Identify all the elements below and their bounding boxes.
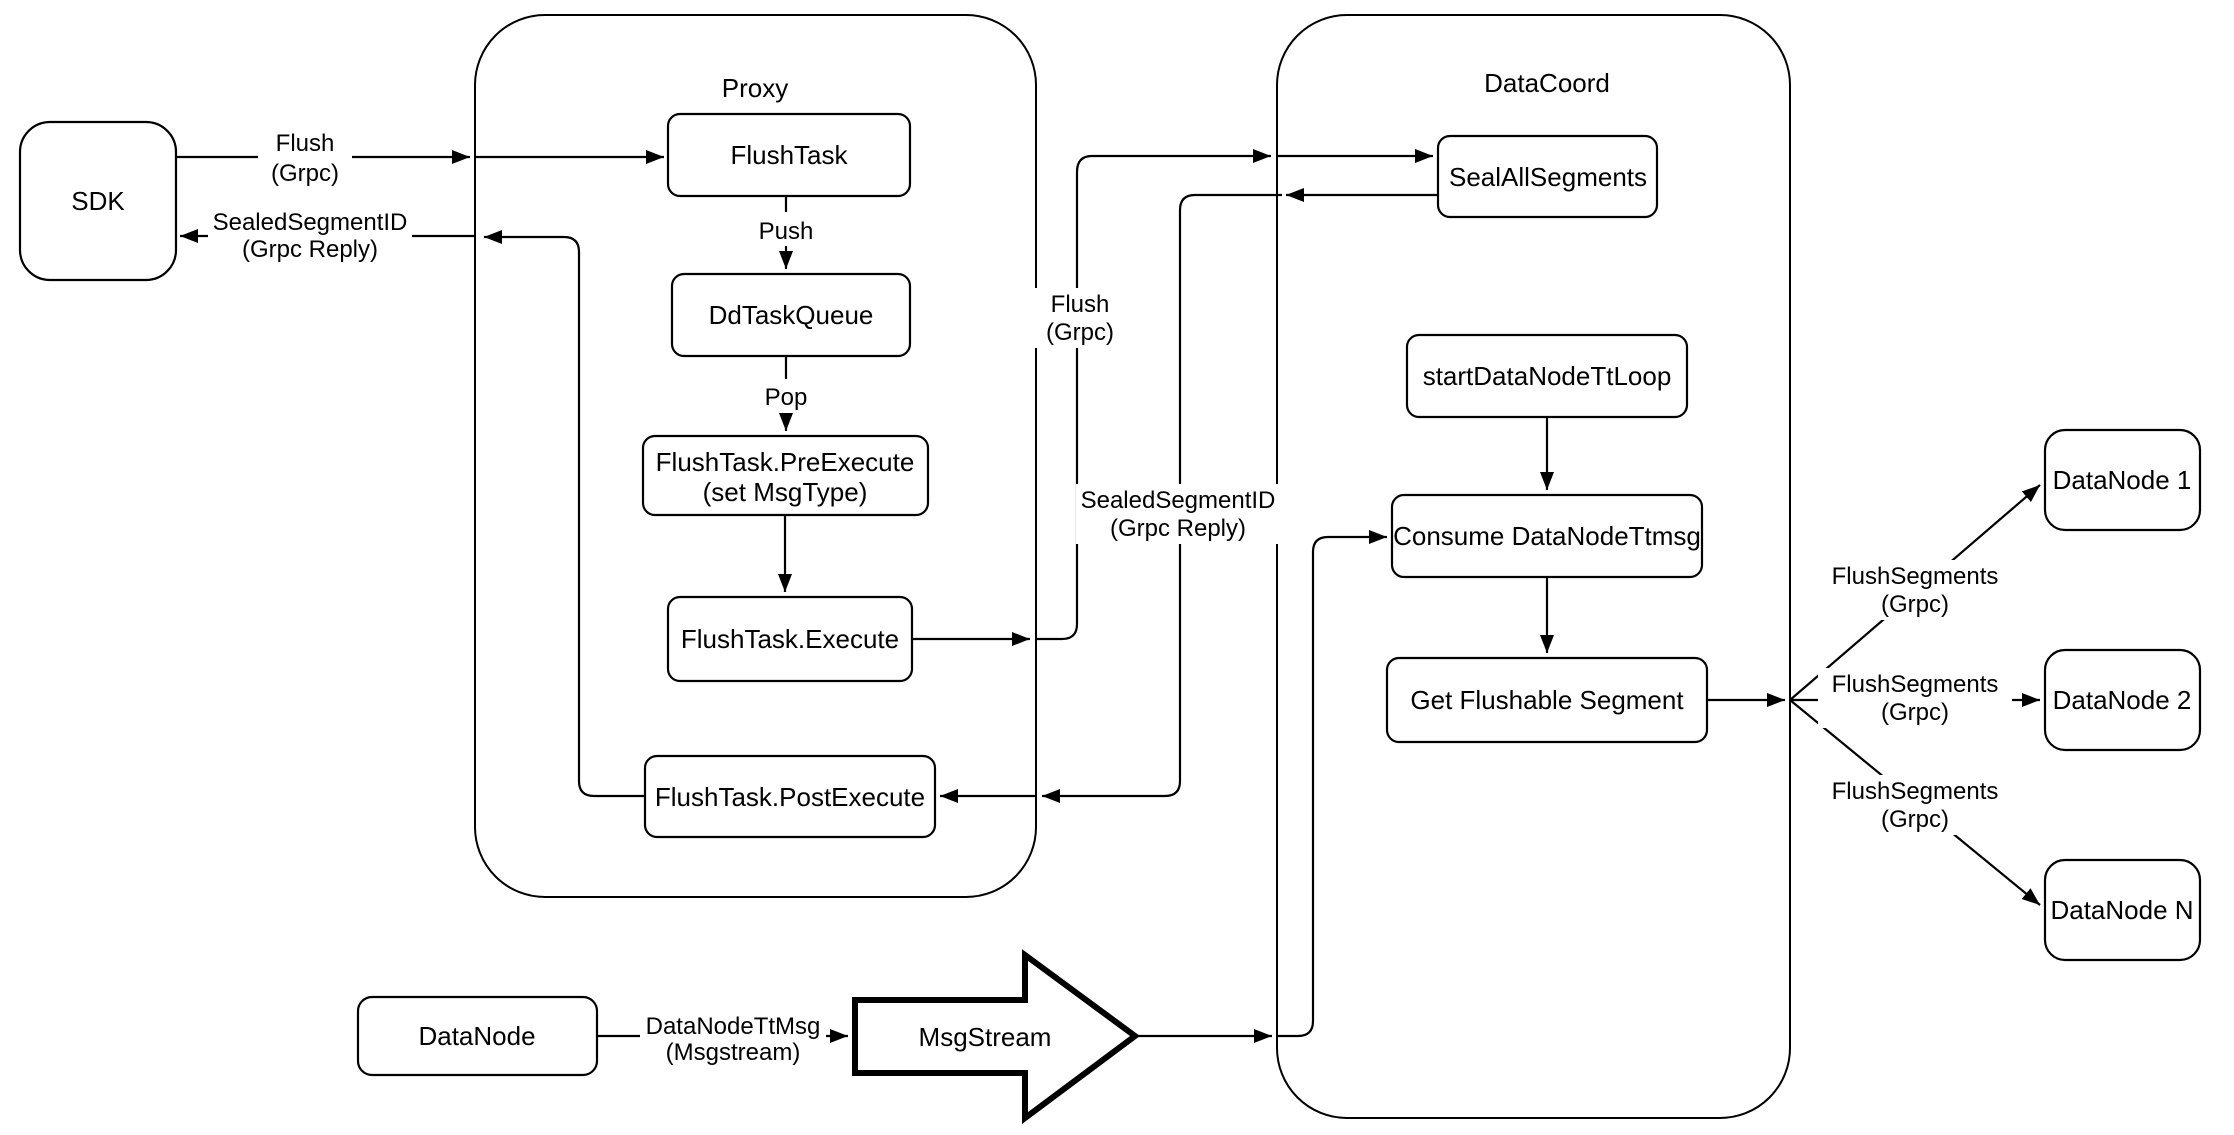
node-label: DdTaskQueue	[709, 300, 874, 330]
node-label: startDataNodeTtLoop	[1423, 361, 1672, 391]
edge-label-push: Push	[750, 212, 822, 246]
node-preexecute: FlushTask.PreExecute (set MsgType)	[641, 434, 930, 517]
node-label: DataNode N	[2050, 895, 2193, 925]
node-label: (set MsgType)	[703, 477, 868, 507]
node-label: FlushTask	[730, 140, 848, 170]
proxy-container-title: Proxy	[722, 73, 788, 103]
node-label: MsgStream	[919, 1022, 1052, 1052]
edge-label-text: (Grpc Reply)	[1110, 515, 1246, 542]
msgstream-block-arrow-icon	[852, 949, 1141, 1124]
edge-label-text: (Grpc)	[271, 160, 339, 187]
node-getflushablesegment: Get Flushable Segment	[1385, 656, 1709, 744]
edge-label-text: (Grpc)	[1881, 806, 1949, 833]
node-label: DataNode 1	[2053, 465, 2192, 495]
edge-label-text: SealedSegmentID	[1081, 487, 1276, 514]
node-datanode2: DataNode 2	[2043, 648, 2202, 752]
node-startdatanodettloop: startDataNodeTtLoop	[1405, 333, 1689, 419]
node-sealallsegments: SealAllSegments	[1436, 134, 1659, 219]
edge-label-flushsegments-1: FlushSegments (Grpc)	[1818, 560, 2012, 620]
node-datanode1: DataNode 1	[2043, 428, 2202, 532]
node-datanode: DataNode	[356, 995, 599, 1077]
edge-label-text: (Grpc Reply)	[242, 236, 378, 263]
edge-label-text: Flush	[1051, 291, 1110, 318]
edge-postexecute-to-proxy-edge	[484, 230, 645, 798]
edge-label-text: SealedSegmentID	[213, 209, 408, 236]
edge-label-text: (Grpc)	[1881, 699, 1949, 726]
edge-label-text: (Grpc)	[1881, 591, 1949, 618]
node-label: FlushTask.Execute	[681, 624, 899, 654]
edge-label-text: (Msgstream)	[666, 1039, 801, 1066]
edge-label-flushsegments-n: FlushSegments (Grpc)	[1818, 775, 2012, 835]
node-msgstream: MsgStream	[852, 949, 1141, 1124]
node-flushtask: FlushTask	[666, 112, 912, 198]
proxy-container: Proxy	[474, 14, 1037, 898]
node-ddtaskqueue: DdTaskQueue	[670, 272, 912, 358]
edge-flush-route-to-datacoord	[1036, 149, 1271, 641]
edge-label-text: FlushSegments	[1832, 778, 1999, 805]
edge-label-pop: Pop	[755, 379, 817, 413]
edge-label-datanodettmsg: DataNodeTtMsg (Msgstream)	[640, 1010, 826, 1066]
edge-label-text: (Grpc)	[1046, 319, 1114, 346]
node-datanoden: DataNode N	[2043, 858, 2202, 962]
edge-label-text: Pop	[765, 384, 808, 411]
node-label: SealAllSegments	[1449, 162, 1647, 192]
edge-label-coord-flush: Flush (Grpc)	[1034, 288, 1126, 348]
node-postexecute: FlushTask.PostExecute	[643, 754, 937, 839]
node-label: DataNode	[418, 1021, 535, 1051]
node-execute: FlushTask.Execute	[666, 595, 914, 683]
edge-label-text: Push	[759, 218, 814, 245]
datacoord-container: DataCoord	[1276, 14, 1791, 1119]
edge-datacoord-to-consume	[1277, 530, 1387, 1038]
node-label: FlushTask.PostExecute	[655, 782, 925, 812]
edge-label-sdk-reply: SealedSegmentID (Grpc Reply)	[208, 206, 412, 263]
edge-label-sdk-flush: Flush (Grpc)	[258, 130, 352, 188]
node-label: Consume DataNodeTtmsg	[1393, 521, 1701, 551]
node-label: Get Flushable Segment	[1410, 685, 1684, 715]
edge-label-text: FlushSegments	[1832, 671, 1999, 698]
node-label: FlushTask.PreExecute	[656, 447, 915, 477]
edge-label-text: DataNodeTtMsg	[646, 1013, 821, 1040]
datacoord-container-title: DataCoord	[1484, 68, 1610, 98]
node-label: SDK	[71, 186, 125, 216]
edge-label-coord-reply: SealedSegmentID (Grpc Reply)	[1076, 484, 1280, 544]
edge-label-flushsegments-2: FlushSegments (Grpc)	[1818, 668, 2012, 728]
node-sdk: SDK	[18, 120, 178, 282]
edge-label-text: Flush	[276, 130, 335, 157]
node-consume-datanodettmsg: Consume DataNodeTtmsg	[1390, 493, 1704, 579]
edge-label-text: FlushSegments	[1832, 563, 1999, 590]
node-label: DataNode 2	[2053, 685, 2192, 715]
